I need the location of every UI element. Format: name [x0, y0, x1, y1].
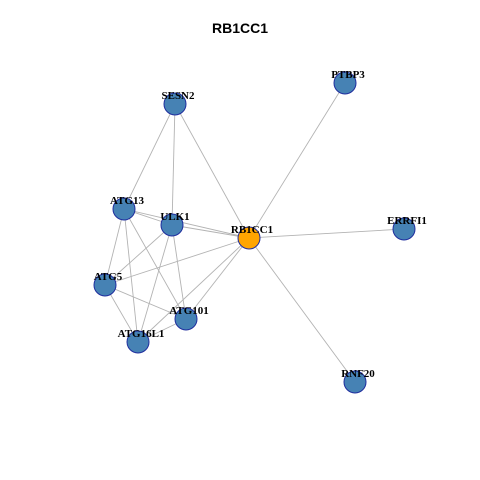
edge-atg13-atg5 [104, 208, 125, 286]
node-ulk1 [160, 213, 184, 237]
edge-ulk1-atg5 [104, 224, 173, 286]
edge-rb1cc1-rnf20 [248, 237, 356, 383]
node-layer [93, 71, 416, 394]
node-errfi1 [392, 217, 416, 241]
edge-rb1cc1-errfi1 [248, 228, 405, 239]
edge-rb1cc1-atg16l1 [137, 237, 250, 343]
edge-rb1cc1-sesn2 [174, 103, 250, 239]
node-label-atg13: ATG13 [110, 195, 145, 207]
node-rb1cc1 [237, 226, 261, 250]
edge-rb1cc1-ptbp3 [248, 82, 346, 239]
node-label-ulk1: ULK1 [160, 211, 189, 223]
node-label-rnf20: RNF20 [341, 368, 375, 380]
edge-sesn2-ulk1 [171, 103, 176, 226]
node-sesn2 [163, 92, 187, 116]
node-rnf20 [343, 370, 367, 394]
edge-ulk1-atg101 [171, 224, 187, 320]
node-label-atg16l1: ATG16L1 [118, 328, 165, 340]
edge-rb1cc1-ulk1 [171, 224, 250, 239]
edge-ulk1-atg16l1 [137, 224, 173, 343]
node-label-sesn2: SESN2 [161, 90, 195, 102]
figure-title: RB1CC1 [211, 20, 268, 36]
edge-rb1cc1-atg101 [185, 237, 250, 320]
edge-rb1cc1-atg13 [123, 208, 250, 239]
node-ptbp3 [333, 71, 357, 95]
node-label-errfi1: ERRFI1 [387, 215, 427, 227]
node-atg5 [93, 273, 117, 297]
node-label-rb1cc1: RB1CC1 [231, 224, 273, 236]
node-label-ptbp3: PTBP3 [331, 69, 365, 81]
edge-atg13-atg16l1 [123, 208, 139, 343]
edge-atg13-atg101 [123, 208, 187, 320]
node-label-atg101: ATG101 [169, 305, 209, 317]
node-atg13 [112, 197, 136, 221]
node-atg16l1 [126, 330, 150, 354]
edge-atg5-atg101 [104, 284, 187, 320]
edge-sesn2-atg13 [123, 103, 176, 210]
node-label-atg5: ATG5 [94, 271, 123, 283]
node-atg101 [174, 307, 198, 331]
